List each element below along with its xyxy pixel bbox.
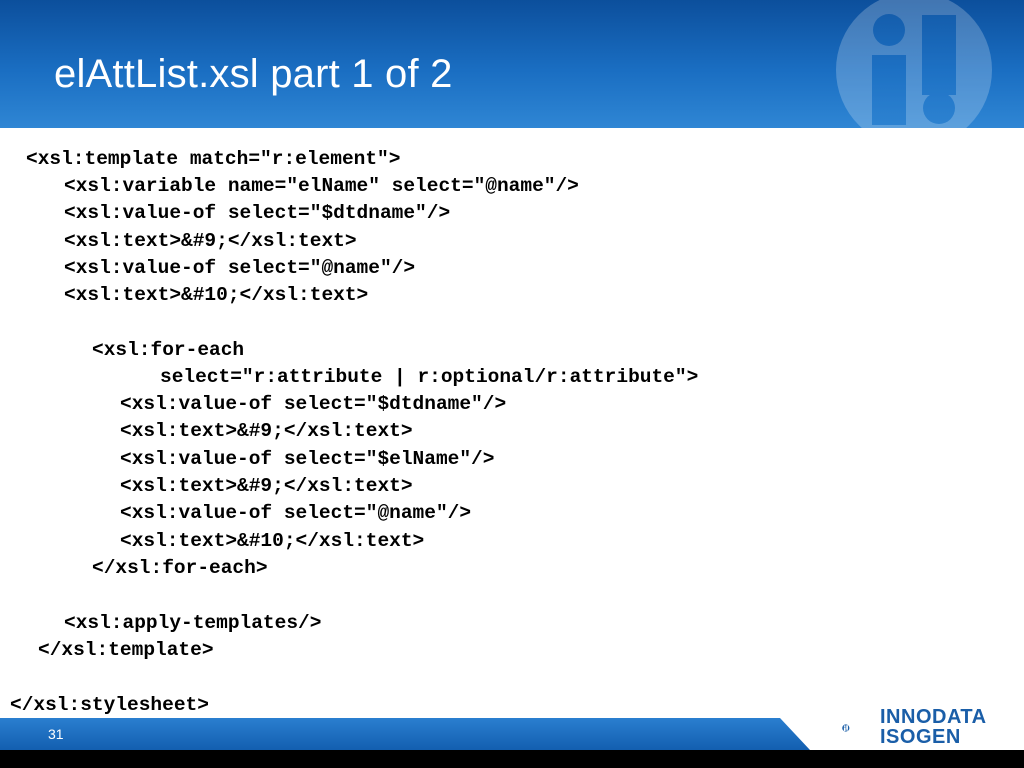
code-line: <xsl:value-of select="$elName"/> (120, 448, 495, 470)
slide-number: 31 (48, 726, 64, 742)
code-line: <xsl:text>&#9;</xsl:text> (120, 475, 413, 497)
watermark-logo-icon (836, 0, 992, 128)
bottom-bar (0, 750, 1024, 768)
slide-header: elAttList.xsl part 1 of 2 (0, 0, 1024, 128)
code-line: <xsl:for-each (92, 339, 245, 361)
code-line: select="r:attribute | r:optional/r:attri… (160, 366, 699, 388)
code-line: <xsl:value-of select="$dtdname"/> (64, 202, 451, 224)
slide-title: elAttList.xsl part 1 of 2 (54, 52, 453, 96)
logo-text-line2: ISOGEN (880, 726, 961, 748)
code-line: <xsl:text>&#10;</xsl:text> (64, 284, 369, 306)
code-line: <xsl:text>&#9;</xsl:text> (64, 230, 357, 252)
code-line: <xsl:text>&#9;</xsl:text> (120, 420, 413, 442)
code-line: <xsl:variable name="elName" select="@nam… (64, 175, 579, 197)
code-line: </xsl:stylesheet> (10, 694, 209, 716)
code-line: <xsl:value-of select="@name"/> (64, 257, 416, 279)
code-line: <xsl:apply-templates/> (64, 612, 322, 634)
code-line: </xsl:template> (38, 639, 214, 661)
code-line: <xsl:template match="r:element"> (26, 148, 401, 170)
innodata-isogen-logo-icon (842, 724, 850, 732)
footer-blue-strip (0, 718, 810, 750)
code-line: <xsl:value-of select="@name"/> (120, 502, 472, 524)
code-line: <xsl:text>&#10;</xsl:text> (120, 530, 425, 552)
logo-text-line1: INNODATA (880, 706, 987, 728)
code-line: <xsl:value-of select="$dtdname"/> (120, 393, 507, 415)
code-line: </xsl:for-each> (92, 557, 268, 579)
